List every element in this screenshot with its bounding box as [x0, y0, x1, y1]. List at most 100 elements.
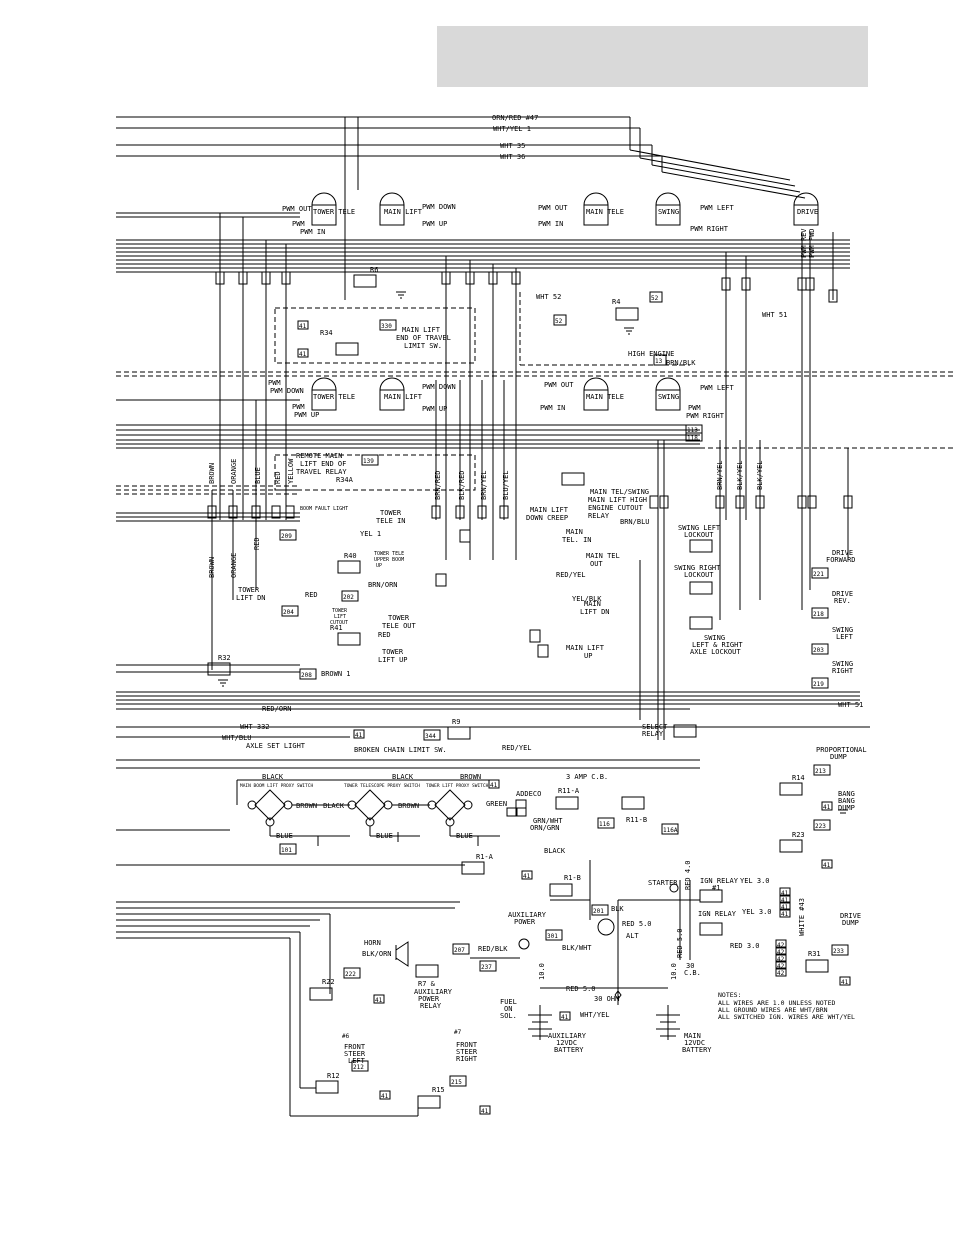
svg-text:TEL. IN: TEL. IN: [562, 536, 592, 544]
svg-text:41: 41: [781, 911, 789, 918]
svg-text:ALT: ALT: [626, 932, 639, 940]
svg-text:SWING: SWING: [658, 393, 679, 401]
wire-label: BLK: [611, 905, 624, 913]
svg-text:MAIN: MAIN: [566, 528, 583, 536]
svg-text:DRIVE: DRIVE: [832, 590, 853, 598]
svg-text:PWM LEFT: PWM LEFT: [700, 204, 735, 212]
svg-text:BATTERY: BATTERY: [554, 1046, 584, 1054]
svg-text:MAIN: MAIN: [584, 600, 601, 608]
svg-text:202: 202: [343, 594, 354, 601]
wire-label: BLUE: [456, 832, 473, 840]
svg-text:YELLOW: YELLOW: [287, 458, 295, 484]
svg-text:42: 42: [777, 963, 785, 970]
svg-text:RELAY: RELAY: [588, 512, 610, 520]
svg-text:RED: RED: [274, 471, 282, 484]
svg-text:BLK/YEL: BLK/YEL: [736, 460, 744, 490]
svg-text:42: 42: [777, 942, 785, 949]
svg-text:BRN/RED: BRN/RED: [434, 470, 442, 500]
svg-text:BANG: BANG: [838, 790, 855, 798]
svg-text:BLU/YEL: BLU/YEL: [502, 470, 510, 500]
svg-text:BRN/YEL: BRN/YEL: [716, 460, 724, 490]
svg-text:AXLE LOCKOUT: AXLE LOCKOUT: [690, 648, 741, 656]
wire-label: RED/YEL: [502, 744, 532, 752]
svg-text:12VDC: 12VDC: [556, 1039, 577, 1047]
wire-label: WHT 52: [536, 293, 561, 301]
svg-text:FUEL: FUEL: [500, 998, 517, 1006]
svg-text:PWM LEFT: PWM LEFT: [700, 384, 735, 392]
joystick-labels: TOWER TELE MAIN LIFT MAIN TELE SWING DRI…: [313, 208, 818, 401]
svg-text:41: 41: [841, 979, 849, 986]
wire-label: BRN/BLU: [620, 518, 650, 526]
svg-text:TOWER: TOWER: [380, 509, 402, 517]
svg-text:R32: R32: [218, 654, 231, 662]
svg-text:LIFT DN: LIFT DN: [236, 594, 266, 602]
svg-text:RED 5.0: RED 5.0: [676, 928, 684, 958]
svg-text:R12: R12: [327, 1072, 340, 1080]
svg-text:237: 237: [481, 964, 492, 971]
svg-text:RED: RED: [253, 537, 261, 550]
pwm-labels: PWM OUT PWM PWM IN PWM DOWN PWM UP PWM O…: [268, 203, 816, 420]
svg-text:#7: #7: [454, 1029, 462, 1036]
svg-text:MAIN BOOM LIFT PROXY SWITCH: MAIN BOOM LIFT PROXY SWITCH: [240, 783, 313, 789]
svg-text:41: 41: [823, 804, 831, 811]
wire-label: BLK/WHT: [562, 944, 592, 952]
svg-text:222: 222: [345, 971, 356, 978]
svg-text:PWM IN: PWM IN: [540, 404, 565, 412]
svg-text:219: 219: [813, 681, 824, 688]
svg-text:12VDC: 12VDC: [684, 1039, 705, 1047]
svg-text:SELECT: SELECT: [642, 723, 668, 731]
svg-text:RELAY: RELAY: [642, 730, 664, 738]
svg-text:PWM FWD: PWM FWD: [808, 228, 816, 258]
svg-text:BRN/YEL: BRN/YEL: [480, 470, 488, 500]
svg-text:213: 213: [815, 768, 826, 775]
svg-text:218: 218: [813, 611, 824, 618]
relay-boxes: [207, 274, 829, 1109]
wire-label: RED/YEL: [556, 571, 586, 579]
wire-label: BROWN: [296, 802, 317, 810]
svg-text:344: 344: [425, 733, 436, 740]
wire-labels: ORN/RED #47 WHT/YEL 1 WHT 35 WHT 36 WHT …: [222, 114, 863, 1019]
top-bus-wires: [116, 116, 806, 300]
wire-label: BLACK: [323, 802, 345, 810]
wire-label: GRN/WHT: [533, 817, 563, 825]
svg-text:PWM RIGHT: PWM RIGHT: [686, 412, 725, 420]
svg-text:PWM UP: PWM UP: [422, 405, 447, 413]
svg-text:233: 233: [833, 948, 844, 955]
svg-text:POWER: POWER: [514, 918, 536, 926]
svg-text:R23: R23: [792, 831, 805, 839]
wire-label: BLACK: [262, 773, 284, 781]
svg-text:209: 209: [281, 533, 292, 540]
svg-text:MAIN TEL/SWING: MAIN TEL/SWING: [590, 488, 649, 496]
svg-text:LEFT: LEFT: [836, 633, 854, 641]
svg-text:BOOM FAULT LIGHT: BOOM FAULT LIGHT: [300, 506, 348, 512]
ground-symbols: [218, 291, 848, 846]
svg-text:RELAY: RELAY: [420, 1002, 442, 1010]
wire-label: BLACK: [544, 847, 566, 855]
svg-text:FRONT: FRONT: [456, 1041, 478, 1049]
svg-text:R7 &: R7 &: [418, 980, 436, 988]
svg-text:R22: R22: [322, 978, 335, 986]
svg-text:330: 330: [381, 323, 392, 330]
svg-text:PWM OUT: PWM OUT: [282, 205, 312, 213]
svg-text:IGN RELAY: IGN RELAY: [700, 877, 739, 885]
svg-text:PWM OUT: PWM OUT: [544, 381, 574, 389]
svg-text:204: 204: [283, 609, 294, 616]
left-bus-bundle: [116, 239, 850, 273]
svg-text:DUMP: DUMP: [842, 919, 859, 927]
svg-text:52: 52: [651, 295, 659, 302]
svg-text:TOWER: TOWER: [332, 608, 348, 614]
wire-label: BLACK: [392, 773, 414, 781]
svg-text:LIFT UP: LIFT UP: [378, 656, 408, 664]
svg-text:TOWER TELE: TOWER TELE: [313, 208, 355, 216]
svg-text:41: 41: [781, 904, 789, 911]
svg-text:END OF TRAVEL: END OF TRAVEL: [396, 334, 451, 342]
vertical-risers: [211, 213, 849, 740]
wire-label: BLUE: [276, 832, 293, 840]
svg-text:R11-A: R11-A: [558, 787, 580, 795]
wire-label: RED/ORN: [262, 705, 292, 713]
svg-text:DRIVE: DRIVE: [832, 549, 853, 557]
wire-label: RED/BLK: [478, 945, 508, 953]
svg-text:PWM: PWM: [292, 403, 305, 411]
svg-text:ENGINE CUTOUT: ENGINE CUTOUT: [588, 504, 644, 512]
svg-text:DUMP: DUMP: [838, 804, 855, 812]
